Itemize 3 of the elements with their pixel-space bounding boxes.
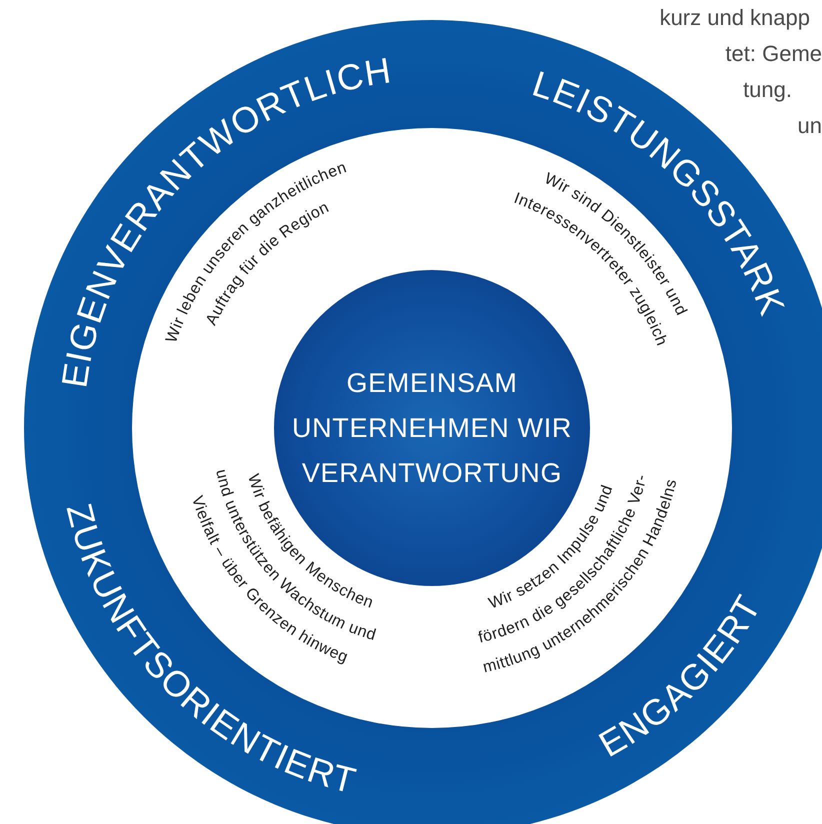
body-text-fragment: tet: Geme (725, 40, 822, 68)
body-text-fragment: un (798, 112, 822, 140)
body-text-fragment: kurz und knapp (660, 4, 810, 32)
